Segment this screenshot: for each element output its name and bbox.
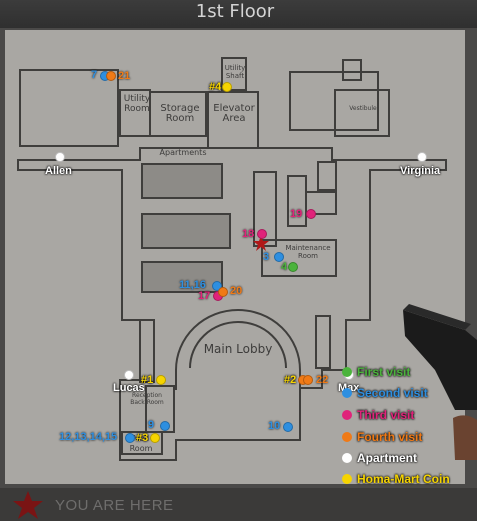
visit-marker-10[interactable] bbox=[283, 422, 293, 432]
visit-marker-4[interactable] bbox=[288, 262, 298, 272]
visit-marker-18[interactable] bbox=[257, 229, 267, 239]
visit-label-20: 20 bbox=[230, 285, 243, 297]
title-bar: 1st Floor bbox=[0, 0, 477, 28]
visit-marker-20[interactable] bbox=[218, 287, 228, 297]
visit-label-3: 3 bbox=[263, 251, 270, 263]
visit-label-17: 17 bbox=[198, 290, 211, 302]
apartment-label-virginia: Virginia bbox=[400, 165, 441, 177]
room-label-vestibule: Vestibule bbox=[349, 105, 377, 112]
room-label-apartments: Apartments bbox=[159, 148, 207, 157]
apartment-label-allen: Allen bbox=[45, 165, 72, 177]
visit-label-10: 10 bbox=[268, 420, 281, 432]
visit-marker-21[interactable] bbox=[106, 71, 116, 81]
coin-marker-4[interactable] bbox=[222, 82, 232, 92]
floor-title: 1st Floor bbox=[195, 1, 275, 22]
visit-marker-12-15[interactable] bbox=[125, 433, 135, 443]
legend-dot-second bbox=[342, 388, 352, 398]
legend-dot-apartment bbox=[342, 453, 352, 463]
visit-label-19: 19 bbox=[290, 208, 303, 220]
you-are-here-marker-icon bbox=[253, 235, 269, 251]
visit-label-4: 4 bbox=[281, 261, 288, 273]
visit-label-21: 21 bbox=[118, 70, 131, 82]
legend-text-first: First visit bbox=[357, 365, 411, 379]
legend-dot-third bbox=[342, 410, 352, 420]
visit-label-11-16: 11,16 bbox=[179, 279, 206, 291]
visit-marker-3[interactable] bbox=[274, 252, 284, 262]
visit-label-12-15: 12,13,14,15 bbox=[59, 431, 118, 443]
legend-text-apartment: Apartment bbox=[357, 451, 418, 465]
visit-marker-9[interactable] bbox=[160, 421, 170, 431]
apartment-marker-virginia[interactable] bbox=[417, 152, 427, 162]
room-label-main-lobby: Main Lobby bbox=[203, 342, 273, 356]
visit-marker-19[interactable] bbox=[306, 209, 316, 219]
visit-label-18: 18 bbox=[242, 228, 255, 240]
legend-text-second: Second visit bbox=[357, 386, 428, 400]
visit-marker-22[interactable] bbox=[303, 375, 313, 385]
legend-dot-fourth bbox=[342, 432, 352, 442]
apartment-marker-lucas[interactable] bbox=[124, 370, 134, 380]
legend-dot-first bbox=[342, 367, 352, 377]
coin-label-4: #4 bbox=[209, 81, 222, 93]
coin-label-1: #1 bbox=[141, 374, 154, 386]
visit-label-9: 9 bbox=[148, 419, 155, 431]
visit-label-7: 7 bbox=[91, 69, 98, 81]
footer-bar bbox=[0, 488, 477, 521]
apartment-marker-allen[interactable] bbox=[55, 152, 65, 162]
legend-text-third: Third visit bbox=[357, 408, 415, 422]
legend-text-fourth: Fourth visit bbox=[357, 430, 423, 444]
coin-marker-3[interactable] bbox=[150, 433, 160, 443]
coin-label-2: #2 bbox=[284, 374, 297, 386]
visit-marker-11-16[interactable] bbox=[212, 281, 222, 291]
coin-label-3: #3 bbox=[136, 432, 149, 444]
legend-text-coin: Homa-Mart Coin bbox=[357, 472, 450, 486]
legend-dot-coin bbox=[342, 474, 352, 484]
visit-label-22: 22 bbox=[316, 374, 329, 386]
handgun-icon bbox=[403, 304, 477, 460]
apartment-label-lucas: Lucas bbox=[113, 382, 145, 394]
you-are-here-label: YOU ARE HERE bbox=[55, 497, 174, 514]
coin-marker-1[interactable] bbox=[156, 375, 166, 385]
star-icon bbox=[13, 491, 43, 519]
